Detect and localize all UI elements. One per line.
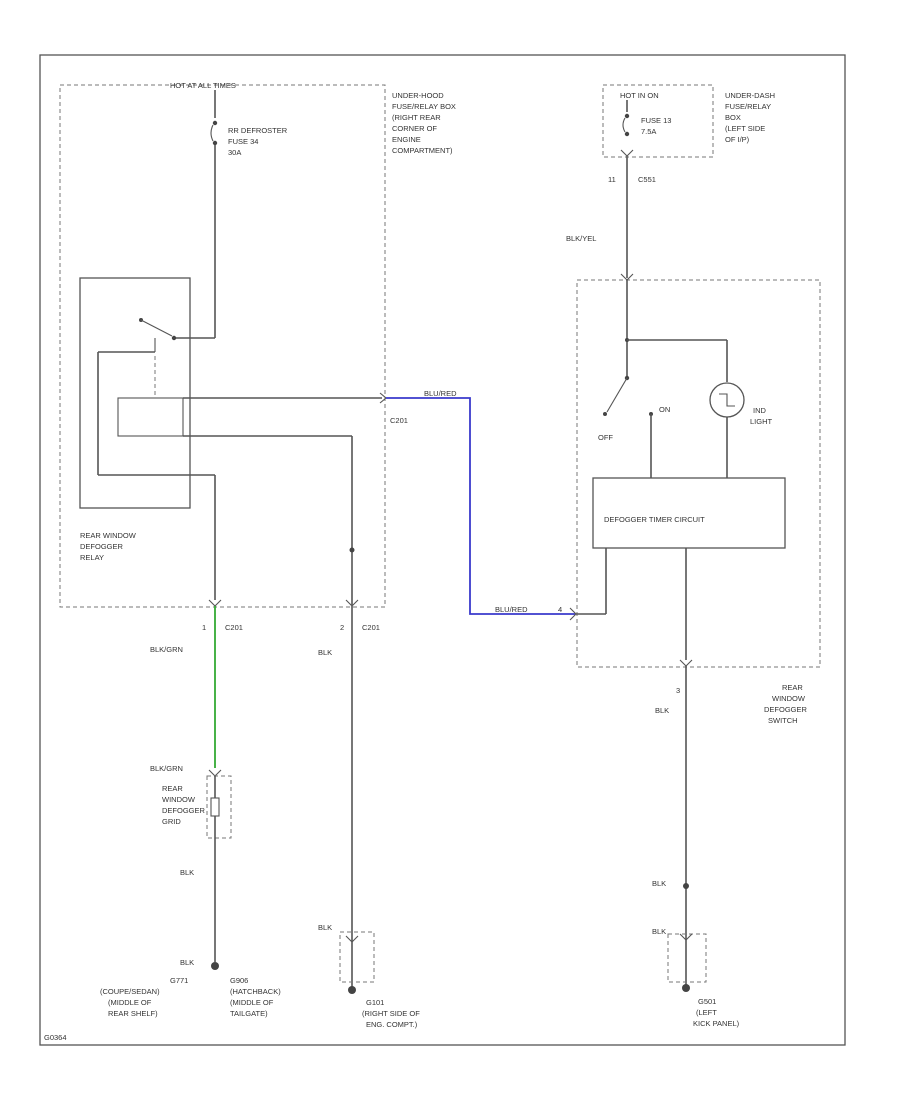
svg-text:UNDER-HOOD: UNDER-HOOD: [392, 91, 444, 100]
svg-text:C201: C201: [225, 623, 243, 632]
svg-text:(RIGHT REAR: (RIGHT REAR: [392, 113, 441, 122]
svg-text:FUSE 13: FUSE 13: [641, 116, 671, 125]
figure-id: G0364: [44, 1033, 67, 1042]
svg-text:OF I/P): OF I/P): [725, 135, 750, 144]
under-dash-box-label: UNDER-DASH FUSE/RELAY BOX (LEFT SIDE OF …: [725, 91, 775, 144]
switch-internal-wiring: OFF ON: [598, 280, 728, 478]
blk-yel-label: BLK/YEL: [566, 234, 596, 243]
svg-text:G101: G101: [366, 998, 384, 1007]
svg-text:7.5A: 7.5A: [641, 127, 656, 136]
svg-text:REAR SHELF): REAR SHELF): [108, 1009, 158, 1018]
defogger-timer-circuit-box: [592, 477, 786, 549]
ground-g501: BLK G501 (LEFT KICK PANEL): [652, 927, 740, 1028]
svg-text:(MIDDLE OF: (MIDDLE OF: [230, 998, 274, 1007]
ground-g771-g906: [211, 962, 219, 970]
svg-text:CORNER OF: CORNER OF: [392, 124, 437, 133]
defogger-timer-circuit-label: DEFOGGER TIMER CIRCUIT: [604, 515, 705, 524]
svg-text:ON: ON: [659, 405, 670, 414]
c201-pin-2-connector: 2 C201: [340, 599, 380, 632]
svg-text:REAR: REAR: [782, 683, 803, 692]
svg-text:G771: G771: [170, 976, 188, 985]
svg-text:(RIGHT SIDE OF: (RIGHT SIDE OF: [362, 1009, 420, 1018]
svg-text:(LEFT: (LEFT: [696, 1008, 717, 1017]
svg-text:1: 1: [202, 623, 206, 632]
svg-text:IND: IND: [753, 406, 767, 415]
splice-point: [683, 883, 689, 889]
blk-grn-label-1: BLK/GRN: [150, 645, 183, 654]
svg-text:G906: G906: [230, 976, 248, 985]
svg-text:FUSE/RELAY BOX: FUSE/RELAY BOX: [392, 102, 456, 111]
svg-text:TAILGATE): TAILGATE): [230, 1009, 268, 1018]
svg-text:RR DEFROSTER: RR DEFROSTER: [228, 126, 288, 135]
svg-text:C201: C201: [390, 416, 408, 425]
svg-text:WINDOW: WINDOW: [772, 694, 806, 703]
svg-text:BLK: BLK: [318, 923, 332, 932]
hot-in-on-label: HOT IN ON: [620, 91, 659, 100]
rear-window-defogger-relay-label: REAR WINDOW DEFOGGER RELAY: [80, 531, 137, 562]
svg-text:UNDER-DASH: UNDER-DASH: [725, 91, 775, 100]
svg-text:FUSE/RELAY: FUSE/RELAY: [725, 102, 771, 111]
svg-text:2: 2: [340, 623, 344, 632]
c201-pin-1-connector: 1 C201: [202, 599, 243, 632]
fuse-13: FUSE 13 7.5A: [622, 100, 671, 137]
rear-window-defogger-grid: BLK/GRN REAR WINDOW DEFOGGER GRID: [150, 764, 232, 839]
blk-label-6: BLK: [652, 879, 666, 888]
ground-g771-label: G771 (COUPE/SEDAN) (MIDDLE OF REAR SHELF…: [100, 976, 188, 1018]
svg-text:BOX: BOX: [725, 113, 741, 122]
rr-defroster-fuse: RR DEFROSTER FUSE 34 30A: [210, 90, 288, 338]
svg-text:SWITCH: SWITCH: [768, 716, 798, 725]
svg-text:DEFOGGER: DEFOGGER: [764, 705, 808, 714]
svg-text:DEFOGGER: DEFOGGER: [162, 806, 206, 815]
svg-text:(HATCHBACK): (HATCHBACK): [230, 987, 281, 996]
switch-pin-3-connector: 3: [676, 659, 693, 695]
under-hood-box-label: UNDER-HOOD FUSE/RELAY BOX (RIGHT REAR CO…: [392, 91, 456, 155]
relay-coil: [117, 397, 382, 605]
svg-text:ENGINE: ENGINE: [392, 135, 421, 144]
svg-text:LIGHT: LIGHT: [750, 417, 773, 426]
ground-g906-label: G906 (HATCHBACK) (MIDDLE OF TAILGATE): [230, 976, 281, 1018]
svg-text:C201: C201: [362, 623, 380, 632]
blk-label-4: BLK: [180, 958, 194, 967]
hot-at-all-times-label: HOT AT ALL TIMES: [170, 81, 236, 90]
switch-pin-4: 4: [558, 605, 562, 614]
diagram-frame: [39, 54, 846, 1046]
svg-text:3: 3: [676, 686, 680, 695]
blk-label-3: BLK: [180, 868, 194, 877]
svg-text:REAR WINDOW: REAR WINDOW: [80, 531, 137, 540]
indicator-light-icon: IND LIGHT: [709, 382, 773, 426]
svg-text:G501: G501: [698, 997, 716, 1006]
defogger-switch-outline: [576, 279, 821, 668]
svg-text:(LEFT SIDE: (LEFT SIDE: [725, 124, 765, 133]
svg-text:WINDOW: WINDOW: [162, 795, 196, 804]
svg-text:BLK/GRN: BLK/GRN: [150, 764, 183, 773]
svg-text:KICK PANEL): KICK PANEL): [693, 1019, 740, 1028]
svg-text:REAR: REAR: [162, 784, 183, 793]
ground-g101: BLK G101 (RIGHT SIDE OF ENG. COMPT.): [318, 923, 420, 1029]
svg-text:RELAY: RELAY: [80, 553, 104, 562]
defogger-switch-label: REAR WINDOW DEFOGGER SWITCH: [764, 683, 808, 725]
svg-text:30A: 30A: [228, 148, 241, 157]
switch-pin-4-connector: [569, 548, 607, 621]
svg-text:FUSE 34: FUSE 34: [228, 137, 258, 146]
blk-label-1: BLK: [318, 648, 332, 657]
svg-text:ENG. COMPT.): ENG. COMPT.): [366, 1020, 418, 1029]
svg-text:C551: C551: [638, 175, 656, 184]
svg-text:GRID: GRID: [162, 817, 181, 826]
rear-window-defogger-relay-box: [79, 277, 191, 509]
svg-text:DEFOGGER: DEFOGGER: [80, 542, 124, 551]
svg-text:OFF: OFF: [598, 433, 613, 442]
relay-switch-contacts: [97, 318, 215, 476]
blk-label-2: BLK: [655, 706, 669, 715]
svg-text:(MIDDLE OF: (MIDDLE OF: [108, 998, 152, 1007]
c551-connector: 11 C551: [608, 149, 656, 184]
blu-red-label-2: BLU/RED: [495, 605, 528, 614]
svg-text:COMPARTMENT): COMPARTMENT): [392, 146, 453, 155]
under-hood-fuse-box-outline: [59, 84, 386, 608]
svg-text:BLK: BLK: [652, 927, 666, 936]
svg-text:11: 11: [608, 175, 616, 184]
blu-red-wire: [386, 397, 575, 615]
svg-text:(COUPE/SEDAN): (COUPE/SEDAN): [100, 987, 160, 996]
blu-red-label-1: BLU/RED: [424, 389, 457, 398]
